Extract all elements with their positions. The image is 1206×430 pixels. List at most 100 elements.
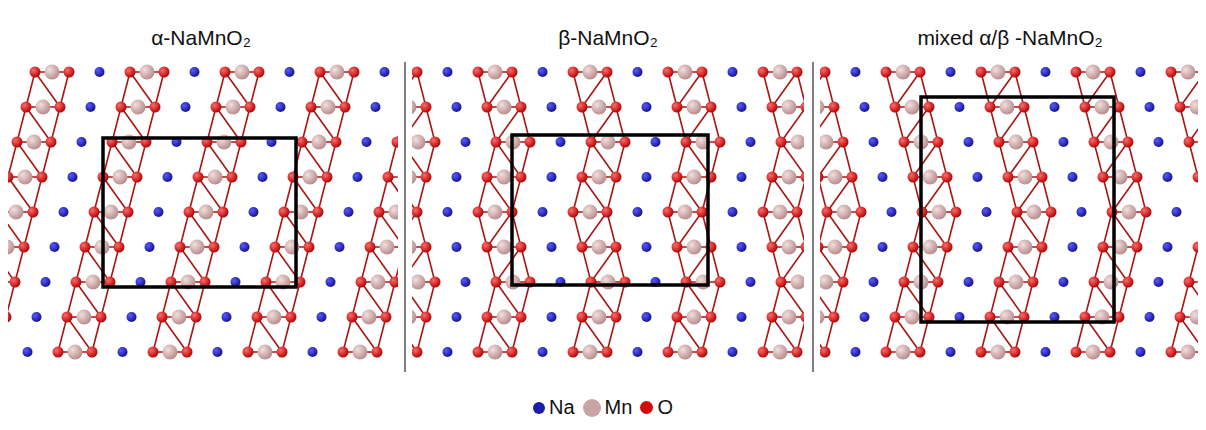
na-atom (737, 242, 747, 252)
o-atom (976, 67, 987, 78)
o-atom (820, 172, 824, 183)
na-atom (222, 312, 232, 322)
mn-atom (303, 170, 318, 185)
o-atom (1193, 172, 1199, 183)
o-atom (412, 67, 423, 78)
o-atom (715, 137, 726, 148)
mn-atom (497, 310, 512, 325)
o-atom (374, 207, 385, 218)
mn-atom (923, 170, 938, 185)
o-atom (383, 172, 394, 183)
o-atom (847, 242, 858, 253)
o-atom (340, 102, 351, 113)
o-atom (915, 347, 926, 358)
mn-atom (678, 205, 693, 220)
o-atom (525, 137, 536, 148)
mn-atom (1095, 100, 1110, 115)
na-atom (353, 172, 363, 182)
o-atom (1089, 277, 1100, 288)
o-atom (482, 312, 493, 323)
o-atom (338, 347, 349, 358)
o-atom (365, 242, 376, 253)
na-atom (538, 67, 548, 77)
panel-divider (812, 62, 814, 372)
mn-atom (773, 205, 788, 220)
o-atom (482, 102, 493, 113)
o-atom (19, 242, 30, 253)
o-atom (1105, 347, 1116, 358)
o-atom (89, 207, 100, 218)
na-atom (642, 242, 652, 252)
na-atom (23, 347, 33, 357)
o-atom (1089, 137, 1100, 148)
na-atom (240, 242, 250, 252)
o-atom (8, 312, 12, 323)
mn-atom (773, 345, 788, 360)
o-atom (577, 242, 588, 253)
mn-atom (923, 240, 938, 255)
mn-atom (412, 310, 417, 325)
na-atom (1068, 242, 1078, 252)
mn-atom (678, 345, 693, 360)
mn-atom (687, 240, 702, 255)
o-atom (306, 102, 317, 113)
o-atom (421, 102, 432, 113)
na-atom (633, 347, 643, 357)
o-atom (681, 137, 692, 148)
o-atom (315, 67, 326, 78)
na-atom (642, 172, 652, 182)
mn-atom (226, 100, 241, 115)
mn-atom (131, 100, 146, 115)
na-atom (633, 67, 643, 77)
mn-atom (991, 345, 1006, 360)
o-atom (390, 277, 399, 288)
legend-swatch (640, 401, 653, 414)
legend-item: O (640, 396, 673, 419)
mn-atom (782, 310, 797, 325)
o-atom (994, 137, 1005, 148)
na-atom (1050, 102, 1060, 112)
o-atom (10, 277, 21, 288)
o-atom (1123, 277, 1134, 288)
na-atom (443, 207, 453, 217)
o-atom (1105, 67, 1116, 78)
na-atom (285, 67, 295, 77)
o-atom (159, 67, 170, 78)
na-atom (335, 242, 345, 252)
mn-atom (905, 100, 920, 115)
o-atom (182, 347, 193, 358)
unit-cell (103, 138, 296, 287)
o-atom (776, 137, 787, 148)
o-atom (28, 207, 39, 218)
na-atom (737, 172, 747, 182)
mn-atom (235, 65, 250, 80)
mn-atom (1104, 275, 1119, 290)
o-atom (30, 67, 41, 78)
o-atom (270, 242, 281, 253)
mn-atom (687, 170, 702, 185)
na-atom (127, 312, 137, 322)
o-atom (279, 207, 290, 218)
mn-atom (497, 170, 512, 185)
na-atom (538, 207, 548, 217)
o-atom (421, 242, 432, 253)
mn-atom (1181, 65, 1196, 80)
o-atom (1071, 67, 1082, 78)
o-atom (1019, 102, 1030, 113)
o-atom (116, 102, 127, 113)
o-atom (1132, 242, 1143, 253)
na-atom (556, 137, 566, 147)
o-atom (1046, 207, 1057, 218)
o-atom (697, 207, 708, 218)
mn-atom (1104, 135, 1119, 150)
na-atom (1068, 172, 1078, 182)
legend-label: O (657, 396, 673, 419)
o-atom (114, 242, 125, 253)
na-atom (1136, 67, 1146, 77)
mn-atom (8, 240, 15, 255)
o-atom (899, 277, 910, 288)
na-atom (973, 242, 983, 252)
panel-title: β-NaMnO₂ (558, 26, 658, 50)
o-atom (21, 102, 32, 113)
